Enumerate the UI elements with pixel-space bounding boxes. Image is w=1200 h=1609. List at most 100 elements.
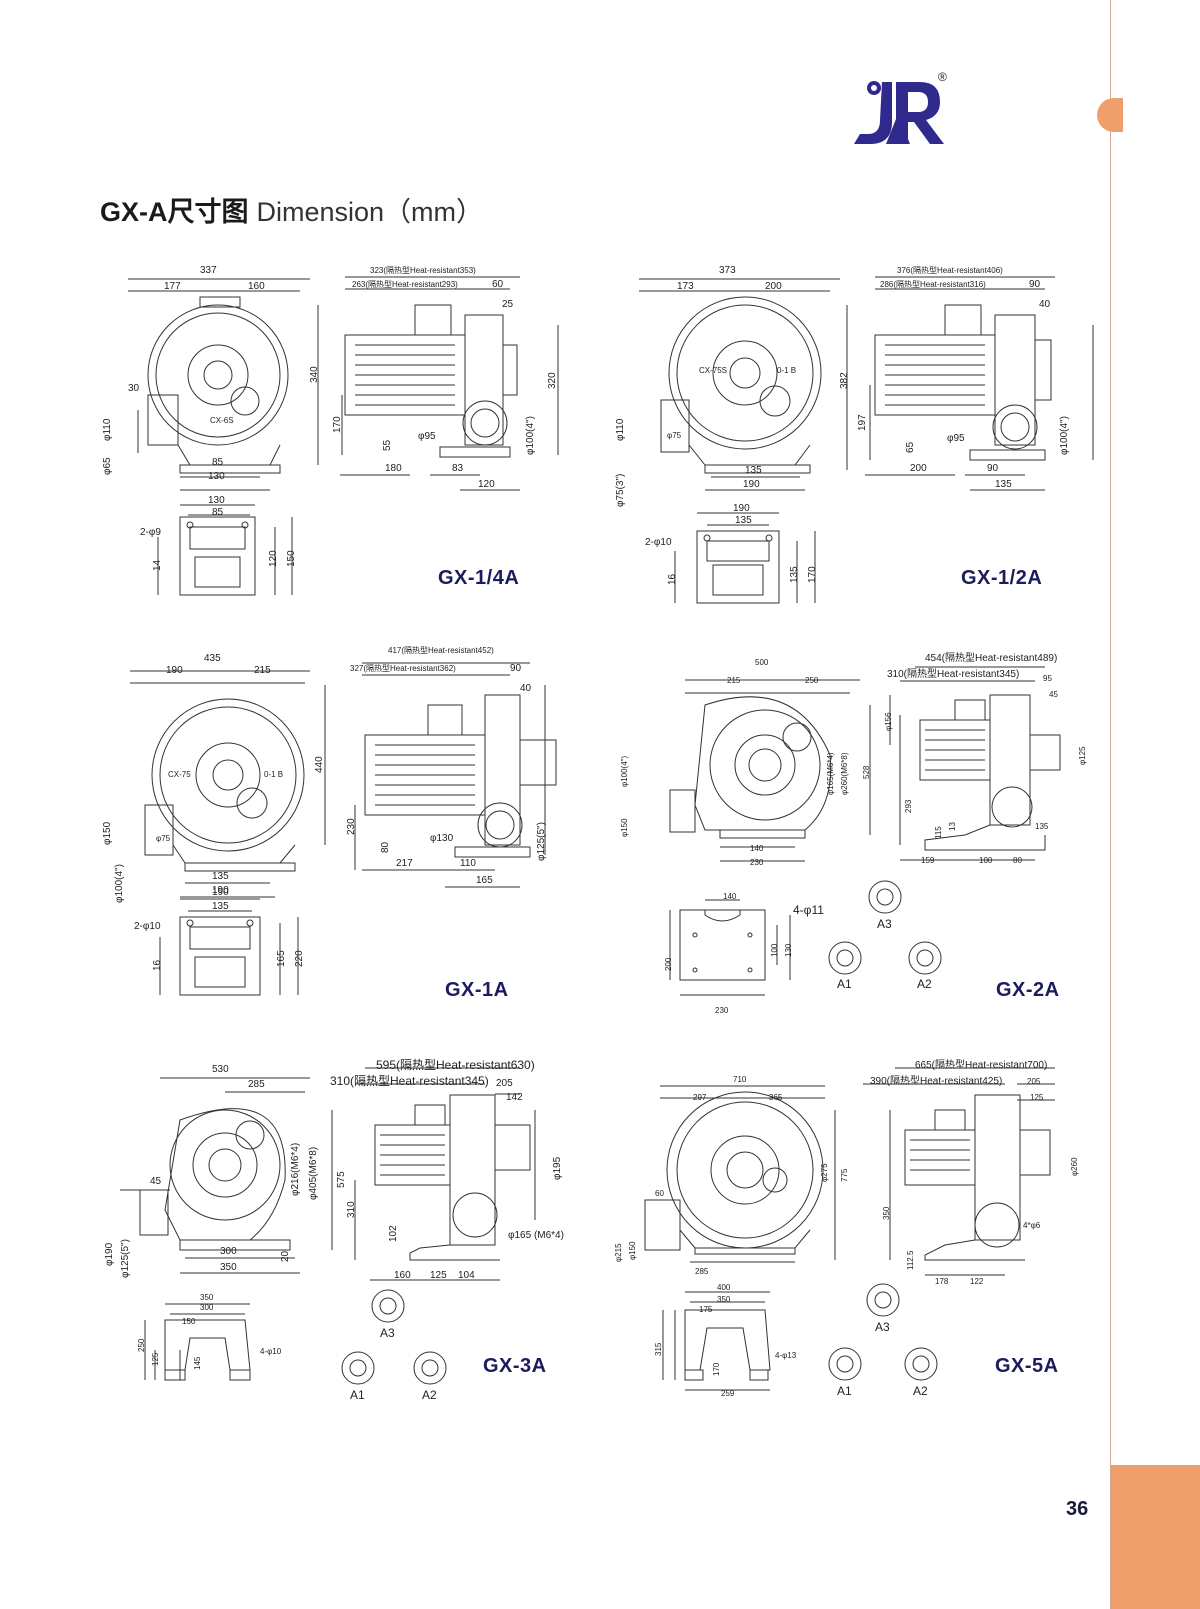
side-tab-marker xyxy=(1097,98,1123,132)
dim-label: 110 xyxy=(460,858,476,869)
badge-label: φ75 xyxy=(156,834,171,843)
dim-label: 170 xyxy=(712,1362,721,1376)
model-label: GX-3A xyxy=(483,1355,547,1377)
dim-label: 115 xyxy=(934,826,943,839)
dim-label: 90 xyxy=(510,663,522,674)
dim-label: 30 xyxy=(128,383,140,394)
dim-label: φ260 xyxy=(1070,1157,1079,1176)
dim-label: 382 xyxy=(839,372,850,389)
dim-label: 40 xyxy=(520,683,532,694)
dim-label: 165 xyxy=(276,950,287,967)
blower-drawing-icon xyxy=(669,666,1061,996)
dim-label: 135 xyxy=(735,515,752,526)
dim-label: φ110 xyxy=(615,418,626,441)
dim-label: 13 xyxy=(948,822,957,831)
dim-label: 215 xyxy=(254,665,271,676)
dim-label: φ195 xyxy=(552,1156,563,1180)
dim-label: 104 xyxy=(458,1270,475,1281)
dim-label: 263(隔热型Heat-resistant293) xyxy=(352,280,458,289)
dim-label: 230 xyxy=(750,858,764,867)
dim-label: 173 xyxy=(677,281,694,292)
dim-label: 350 xyxy=(200,1293,214,1302)
dim-label: 775 xyxy=(840,1168,849,1182)
dim-label: 205 xyxy=(496,1078,513,1089)
dim-label: 16 xyxy=(667,573,678,585)
dim-label: φ275 xyxy=(820,1163,829,1182)
dim-label: 145 xyxy=(193,1356,202,1370)
dim-label: 230 xyxy=(346,818,357,835)
dim-label: 285 xyxy=(248,1079,265,1090)
page-title-en: Dimension（mm） xyxy=(256,197,484,227)
blower-drawing-icon xyxy=(130,662,557,996)
dim-label: 16 xyxy=(152,959,163,971)
badge-label: CX-6S xyxy=(210,416,234,425)
dim-label: 4-φ10 xyxy=(260,1347,282,1356)
dim-label: 130 xyxy=(784,943,793,957)
dim-label: 100 xyxy=(979,856,993,865)
dim-label: 160 xyxy=(394,1270,411,1281)
dim-label: 165 xyxy=(476,875,493,886)
dim-label: φ215 xyxy=(614,1243,623,1262)
dim-label: 80 xyxy=(380,841,391,853)
dim-label: 350 xyxy=(220,1262,237,1273)
dim-label: φ125(5") xyxy=(536,822,547,861)
dim-label: 159 xyxy=(921,856,935,865)
dim-label: 40 xyxy=(1039,299,1051,310)
dim-label: 83 xyxy=(452,463,464,474)
dim-label: 337 xyxy=(200,265,217,276)
dim-label: 575 xyxy=(336,1171,347,1188)
orientation-label: A2 xyxy=(917,977,932,991)
dim-label: 350 xyxy=(882,1206,891,1220)
orientation-label: A1 xyxy=(350,1388,365,1402)
dim-label: 2-φ9 xyxy=(140,527,161,538)
dim-label: 85 xyxy=(212,507,224,518)
dim-label: 170 xyxy=(807,566,818,583)
dim-label: 285 xyxy=(695,1267,709,1276)
dim-label: 230 xyxy=(715,1006,729,1015)
dim-label: 190 xyxy=(166,665,183,676)
dim-label: φ216(M6*4) xyxy=(290,1142,301,1196)
dim-label: 150 xyxy=(286,550,297,567)
dim-label: 200 xyxy=(765,281,782,292)
badge-label: 0-1 B xyxy=(777,366,797,375)
dim-label: 665(隔热型Heat-resistant700) xyxy=(915,1060,1048,1071)
dim-label: φ156 xyxy=(884,712,893,731)
dim-label: 297 xyxy=(693,1093,707,1102)
orientation-label: A3 xyxy=(875,1320,890,1334)
dim-label: 125 xyxy=(1030,1093,1044,1102)
dim-label: 310 xyxy=(346,1201,357,1218)
dim-label: 300 xyxy=(200,1303,214,1312)
dim-label: 365 xyxy=(769,1093,783,1102)
dim-label: 135 xyxy=(745,465,762,476)
dim-label: φ405(M6*8) xyxy=(308,1146,319,1200)
dim-label: φ100(4") xyxy=(525,416,536,455)
dim-label: 323(隔热型Heat-resistant353) xyxy=(370,266,476,275)
dim-label: 125 xyxy=(430,1270,447,1281)
dim-label: φ125 xyxy=(1078,746,1087,765)
dim-label: φ100(4") xyxy=(114,864,125,903)
dim-label: 95 xyxy=(1043,674,1052,683)
dim-label: 90 xyxy=(987,463,999,474)
dim-label: 190 xyxy=(733,503,750,514)
dim-label: 310(隔热型Heat-resistant345) xyxy=(330,1074,489,1088)
dim-label: 376(隔热型Heat-resistant406) xyxy=(897,266,1003,275)
badge-label: φ75 xyxy=(667,431,682,440)
dim-label: 500 xyxy=(755,658,769,667)
dim-label: 440 xyxy=(314,756,325,773)
dim-label: 197 xyxy=(857,414,868,431)
dim-label: φ150 xyxy=(620,818,629,837)
dim-label: 4*φ6 xyxy=(1023,1221,1041,1230)
model-label: GX-1/4A xyxy=(438,567,520,589)
dim-label: 220 xyxy=(294,950,305,967)
dim-label: 710 xyxy=(733,1075,747,1084)
dim-label: 250 xyxy=(805,676,819,685)
dim-label: 528 xyxy=(862,765,871,779)
dim-label: 14 xyxy=(152,559,163,571)
dim-label: φ100(4") xyxy=(1059,416,1070,455)
dim-label: 400 xyxy=(717,1283,731,1292)
dim-label: 200 xyxy=(910,463,927,474)
dim-label: 4-φ13 xyxy=(775,1351,797,1360)
blower-drawing-icon xyxy=(639,276,1094,604)
dim-label: 170 xyxy=(332,416,343,433)
